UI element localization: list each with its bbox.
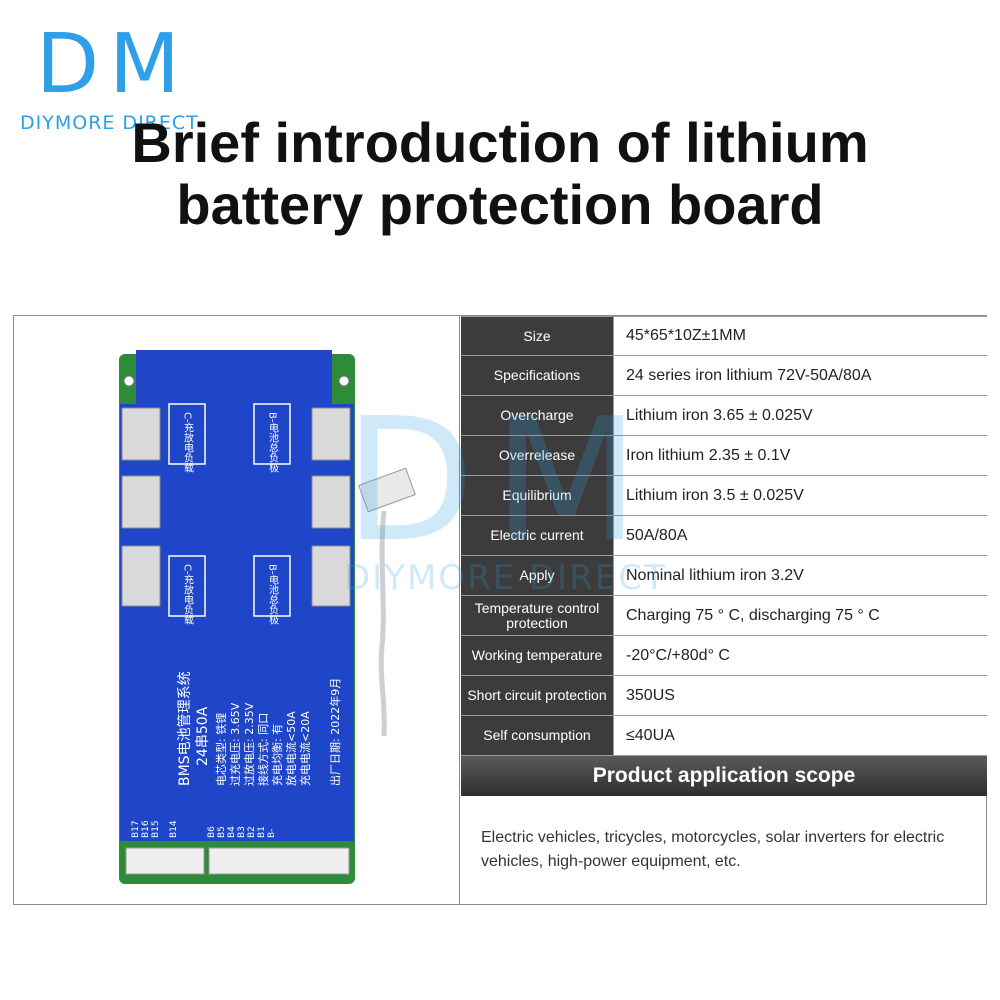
label-box — [253, 555, 291, 617]
pin-label: B1 — [257, 826, 267, 838]
label-box — [253, 403, 291, 465]
spec-label: Overcharge — [461, 396, 613, 435]
product-panel: C-充放电负载 B-电池总负极 C-充放电负载 B-电池总负极 BMS电池管理系… — [13, 315, 987, 905]
pin-label: B3 — [237, 826, 247, 838]
spec-value: Lithium iron 3.5 ± 0.025V — [613, 476, 987, 515]
product-photo: C-充放电负载 B-电池总负极 C-充放电负载 B-电池总负极 BMS电池管理系… — [14, 316, 460, 904]
terminal — [311, 545, 351, 607]
board-date: 出厂日期: 2022年9月 — [328, 678, 342, 786]
spec-label: Specifications — [461, 356, 613, 395]
terminal — [121, 475, 161, 529]
board-spec-block: BMS电池管理系统 24串50A 电芯类型: 铁锂 过充电压: 3.65V 过放… — [177, 671, 342, 786]
connector — [125, 847, 205, 875]
terminal — [121, 407, 161, 461]
board-label-1: C-充放电负载 — [182, 412, 194, 473]
spec-label: Working temperature — [461, 636, 613, 675]
spec-value: Lithium iron 3.65 ± 0.025V — [613, 396, 987, 435]
logo-mark: DM — [36, 17, 190, 112]
spec-label: Apply — [461, 556, 613, 595]
temperature-sensor — [358, 467, 416, 513]
spec-label: Electric current — [461, 516, 613, 555]
sensor-wire — [378, 510, 387, 737]
connector — [208, 847, 350, 875]
spec-value: 24 series iron lithium 72V-50A/80A — [613, 356, 987, 395]
spec-value: Iron lithium 2.35 ± 0.1V — [613, 436, 987, 475]
board-spec-line: 放电电流<50A — [284, 711, 298, 786]
spec-label: Short circuit protection — [461, 676, 613, 715]
pin-label: B2 — [247, 826, 257, 838]
scope-text: Electric vehicles, tricycles, motorcycle… — [481, 829, 945, 870]
pin-label: B- — [267, 829, 277, 838]
spec-value: 350US — [613, 676, 987, 715]
board-spec-line: 充电均衡: 有 — [270, 724, 284, 786]
board-spec-line: 过充电压: 3.65V — [228, 702, 242, 786]
board-cover-bottom — [120, 616, 354, 841]
spec-value: 45*65*10Z±1MM — [613, 317, 987, 355]
board-spec-line: 电芯类型: 铁锂 — [214, 713, 228, 786]
board-cover-top — [120, 350, 354, 616]
board-spec-line: 接线方式: 同口 — [256, 713, 270, 786]
board-model-sub: 24串50A — [195, 706, 211, 766]
board-spec-line: 过放电压: 2.35V — [242, 702, 256, 786]
board-label-3: C-充放电负载 — [182, 564, 194, 625]
board-label-2: B-电池总负极 — [267, 412, 279, 473]
spec-label: Overrelease — [461, 436, 613, 475]
pin-label: B16 — [141, 820, 151, 838]
pin-label: B15 — [151, 820, 161, 838]
logo-brand-name: DIYMORE DIRECT — [20, 112, 199, 134]
board-label-4: B-电池总负极 — [267, 564, 279, 625]
pin-label: B14 — [169, 820, 179, 838]
spec-value: Nominal lithium iron 3.2V — [613, 556, 987, 595]
board-spec-line: 充电电流<20A — [298, 711, 312, 786]
pin-labels: B17 B16 B15 B14 B6 B5 B4 B3 B2 B1 B- — [131, 820, 277, 838]
title-line-2: battery protection board — [176, 173, 824, 236]
pin-label: B6 — [207, 826, 217, 838]
spec-row: Self consumption≤40UA — [461, 716, 987, 756]
terminal — [311, 475, 351, 529]
spec-value: Charging 75 ° C, discharging 75 ° C — [613, 596, 987, 635]
board-model: BMS电池管理系统 — [177, 671, 193, 786]
bms-board-image: C-充放电负载 B-电池总负极 C-充放电负载 B-电池总负极 BMS电池管理系… — [119, 350, 416, 884]
pin-label: B5 — [217, 826, 227, 838]
label-box — [168, 555, 206, 617]
spec-row: Working temperature-20°C/+80d° C — [461, 636, 987, 676]
mount-hole — [123, 375, 135, 387]
scope-heading: Product application scope — [461, 756, 987, 796]
label-box — [168, 403, 206, 465]
page-title: Brief introduction of lithium battery pr… — [0, 112, 1000, 236]
terminal — [121, 545, 161, 607]
spec-label: Temperature control protection — [461, 596, 613, 635]
pin-label: B4 — [227, 826, 237, 838]
spec-label: Equilibrium — [461, 476, 613, 515]
spec-value: -20°C/+80d° C — [613, 636, 987, 675]
spec-value: ≤40UA — [613, 716, 987, 755]
title-line-1: Brief introduction of lithium — [131, 111, 869, 174]
spec-label: Size — [461, 317, 613, 355]
pin-label: B17 — [131, 820, 141, 838]
brand-logo: DM DIYMORE DIRECT — [20, 22, 220, 142]
terminal — [311, 407, 351, 461]
spec-value: 50A/80A — [613, 516, 987, 555]
spec-label: Self consumption — [461, 716, 613, 755]
mount-hole — [338, 375, 350, 387]
